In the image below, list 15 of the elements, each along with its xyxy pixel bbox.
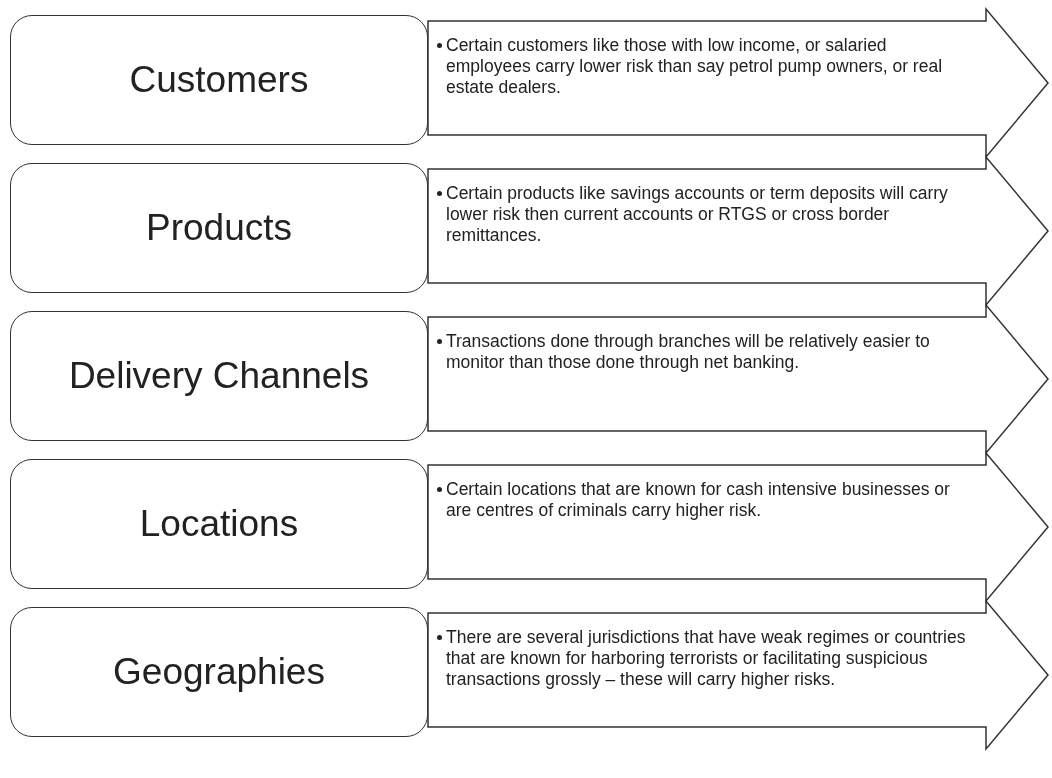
bullet-text: There are several jurisdictions that have weak regimes or countries that are known for harboring terrorists or facilitating suspicious transactions grossly – these will carry higher risks.: [446, 627, 967, 690]
rounded-box: [10, 311, 428, 441]
bullet-text: Certain customers like those with low income, or salaried employees carry lower risk than say petrol pump owners, or real estate dealers.: [446, 35, 944, 98]
bullet-text: Transactions done through branches will be relatively easier to monitor than those done through net banking.: [446, 331, 931, 373]
category-title: Delivery Channels: [68, 355, 370, 397]
bullet-text: Certain products like savings accounts or term deposits will carry lower risk then current accounts or RTGS or cross border remittances.: [446, 183, 949, 246]
bullet-text: Certain locations that are known for cash intensive businesses or are centres of criminals carry higher risk.: [446, 479, 951, 521]
rounded-box: [10, 459, 428, 589]
category-title: Products: [146, 207, 292, 249]
category-title: Locations: [139, 503, 299, 545]
rounded-box: [10, 15, 428, 145]
rounded-box: [10, 163, 428, 293]
category-title: Customers: [129, 59, 309, 101]
category-title: Geographies: [113, 651, 325, 693]
rounded-box: [10, 607, 428, 737]
